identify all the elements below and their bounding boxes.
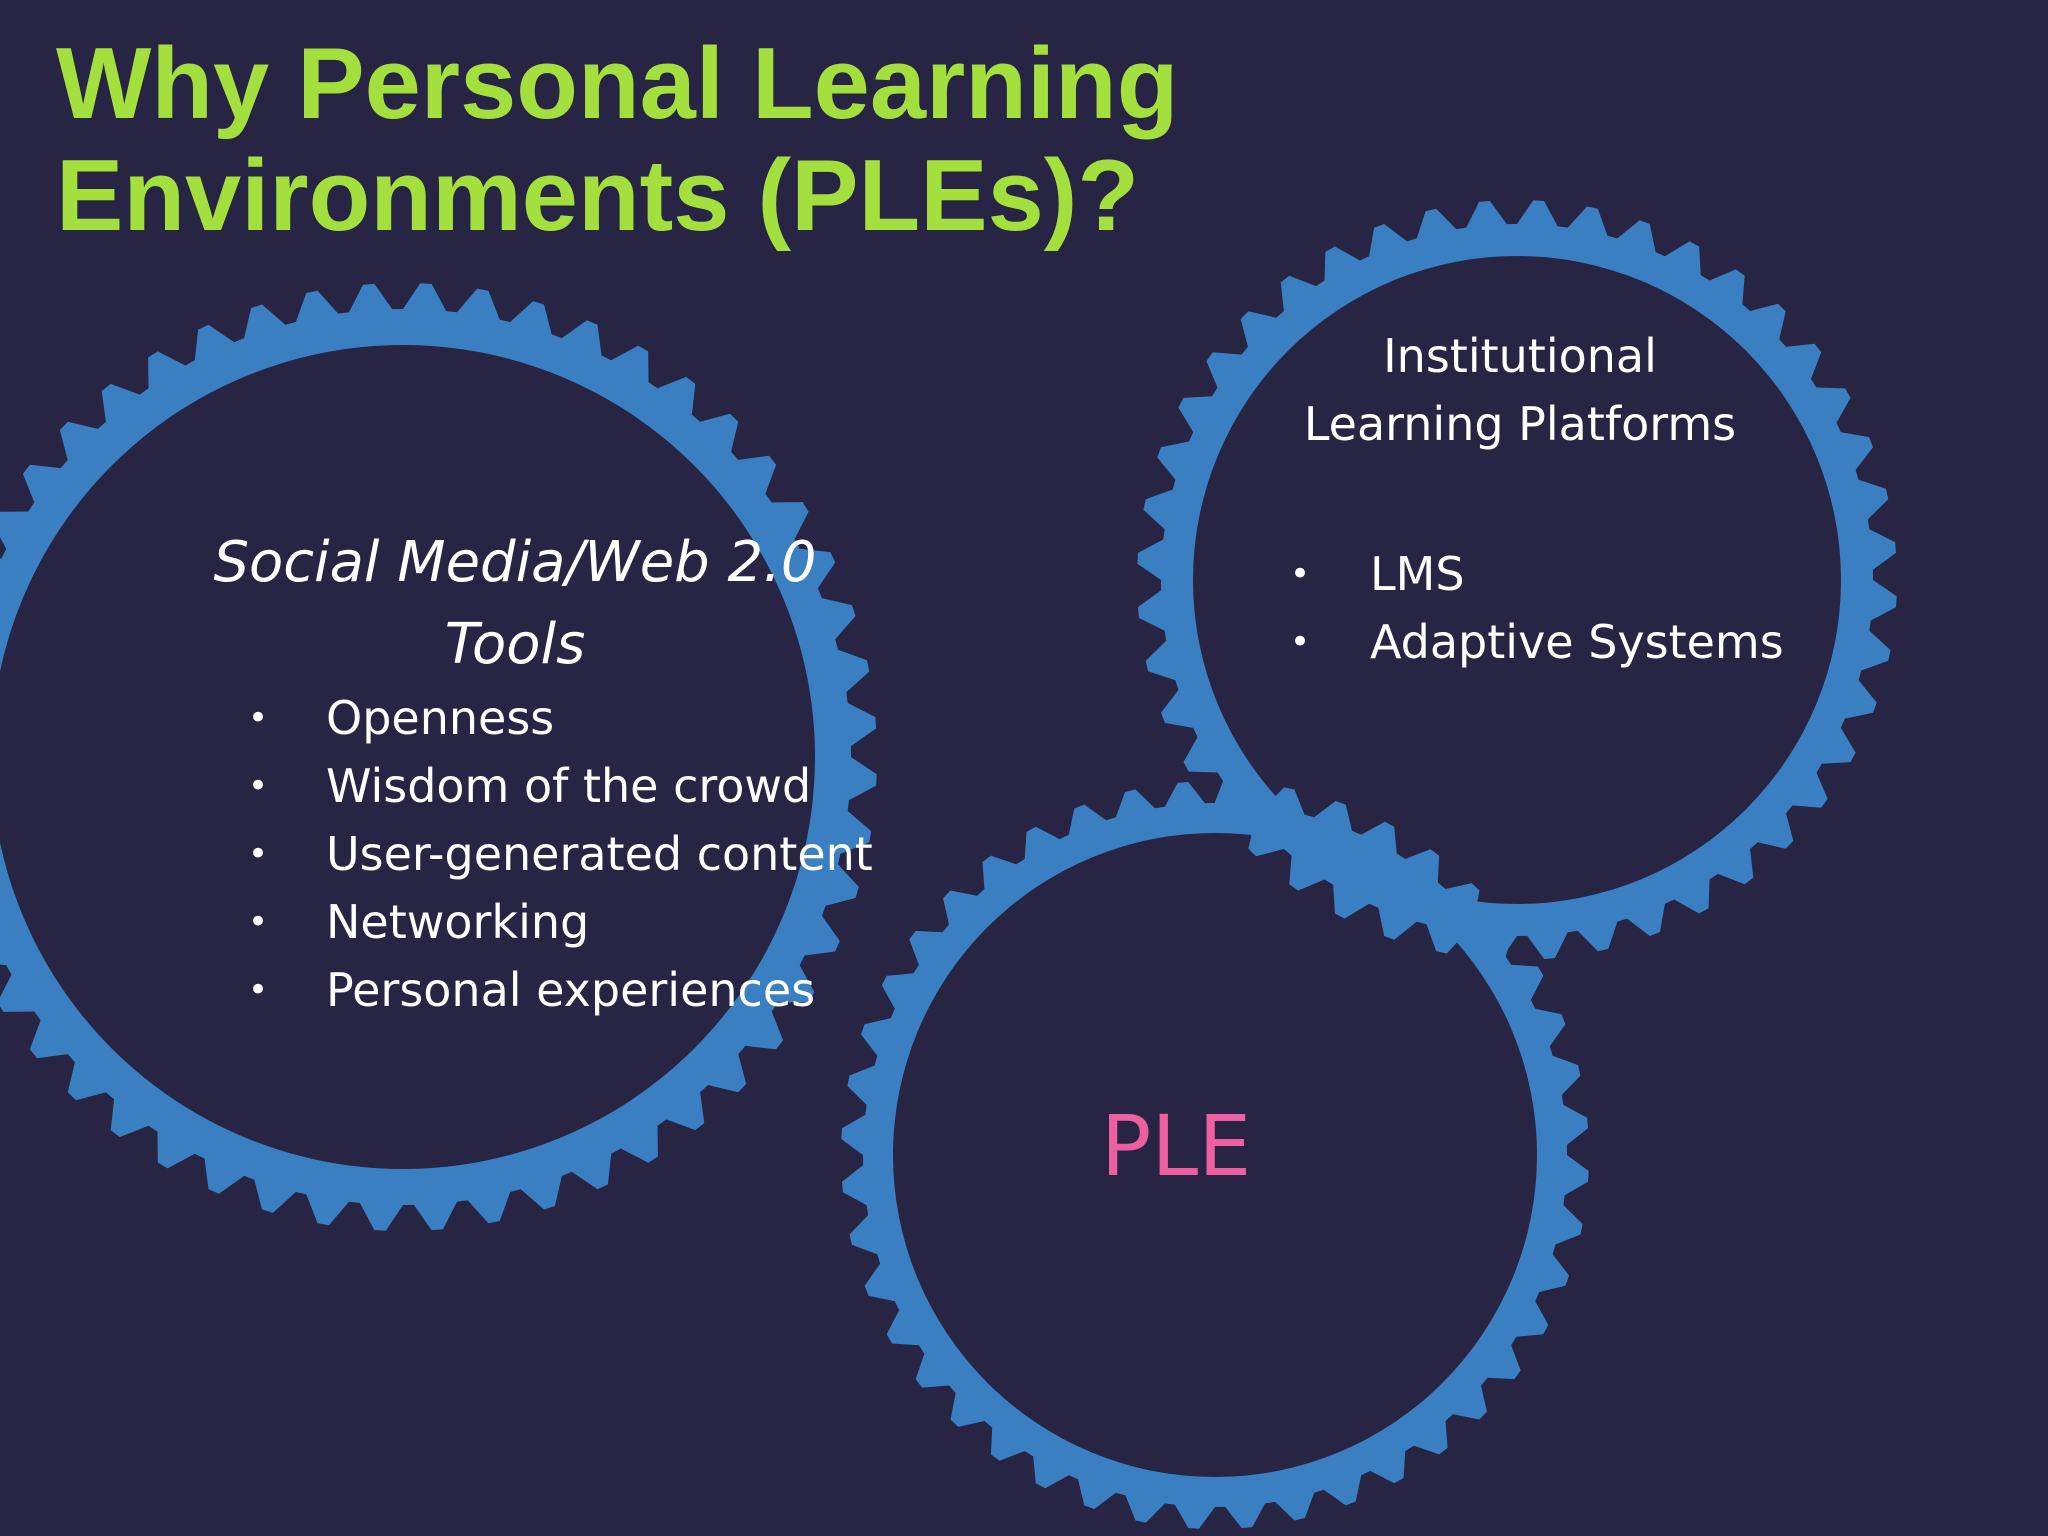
social-media-list: • Openness • Wisdom of the crowd • User-gen… bbox=[248, 684, 873, 1024]
institutional-heading-line-1: Institutional bbox=[1383, 329, 1657, 383]
list-item: • Openness bbox=[248, 684, 873, 752]
title-line-1: Why Personal Learning bbox=[56, 28, 1179, 140]
institutional-list: • LMS • Adaptive Systems bbox=[1290, 540, 1784, 676]
bullet-dot-icon: • bbox=[248, 970, 269, 1010]
list-item: • Personal experiences bbox=[248, 956, 873, 1024]
list-item: • LMS bbox=[1290, 540, 1620, 608]
ple-label: PLE bbox=[1100, 1097, 1252, 1195]
list-item-text: Openness bbox=[326, 691, 555, 745]
bullet-dot-icon: • bbox=[1290, 554, 1311, 594]
list-item-text: User-generated content bbox=[326, 827, 873, 881]
social-media-heading: Social Media/Web 2.0 Tools bbox=[160, 522, 870, 686]
bullet-dot-icon: • bbox=[1290, 622, 1311, 662]
list-item-text: Personal experiences bbox=[326, 963, 816, 1017]
institutional-heading: Institutional Learning Platforms bbox=[1260, 322, 1780, 458]
list-item: • Networking bbox=[248, 888, 873, 956]
social-media-heading-line-1: Social Media/Web 2.0 bbox=[213, 530, 817, 595]
list-item: • Adaptive Systems bbox=[1290, 608, 1784, 676]
title-line-2: Environments (PLEs)? bbox=[56, 140, 1140, 252]
list-item: • User-generated content bbox=[248, 820, 873, 888]
social-media-heading-line-2: Tools bbox=[444, 612, 586, 677]
institutional-heading-line-2: Learning Platforms bbox=[1303, 397, 1737, 451]
bullet-dot-icon: • bbox=[248, 698, 269, 738]
bullet-dot-icon: • bbox=[248, 902, 269, 942]
bullet-dot-icon: • bbox=[248, 766, 269, 806]
slide-title: Why Personal Learning Environments (PLEs… bbox=[56, 28, 1556, 252]
list-item-text: Adaptive Systems bbox=[1370, 615, 1784, 669]
list-item: • Wisdom of the crowd bbox=[248, 752, 873, 820]
bullet-dot-icon: • bbox=[248, 834, 269, 874]
list-item-text: Networking bbox=[326, 895, 590, 949]
list-item-text: LMS bbox=[1370, 547, 1465, 601]
list-item-text: Wisdom of the crowd bbox=[326, 759, 812, 813]
